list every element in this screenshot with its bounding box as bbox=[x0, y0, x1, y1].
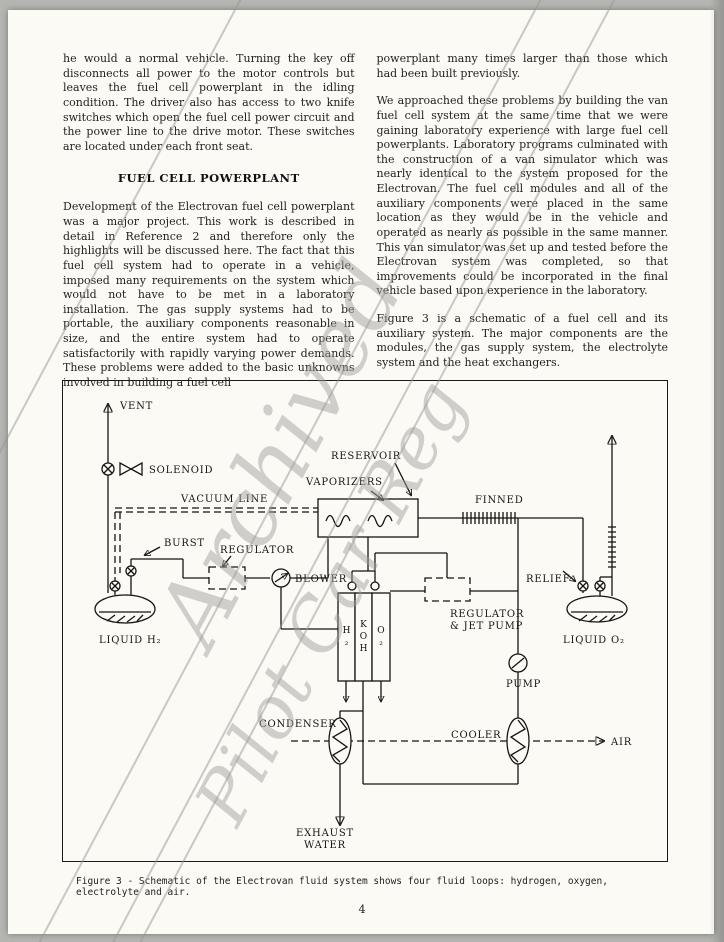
left-column: he would a normal vehicle. Turning the k… bbox=[63, 52, 355, 404]
label-regulator-jet-pump-1: REGULATOR bbox=[450, 609, 524, 620]
figure-caption: Figure 3 - Schematic of the Electrovan f… bbox=[76, 876, 608, 898]
label-vacuum-line: VACUUM LINE bbox=[180, 494, 268, 505]
label-regulator-jet-pump-2: & JET PUMP bbox=[450, 621, 523, 632]
label-exhaust-water-1: EXHAUST bbox=[296, 828, 354, 839]
tank-valve-icons-left bbox=[109, 565, 137, 592]
regulator-leader bbox=[223, 555, 232, 566]
scan-edge-shadow bbox=[710, 0, 724, 942]
label-regulator: REGULATOR bbox=[220, 545, 294, 556]
label-reservoir: RESERVOIR bbox=[331, 451, 401, 462]
label-solenoid: SOLENOID bbox=[149, 465, 213, 476]
label-liquid-h2: LIQUID H₂ bbox=[99, 635, 161, 646]
label-blower: BLOWER bbox=[295, 574, 347, 585]
label-air: AIR bbox=[610, 737, 632, 748]
label-relief: RELIEF bbox=[526, 574, 570, 585]
paragraph: powerplant many times larger than those … bbox=[376, 52, 669, 80]
page-number: 4 bbox=[358, 903, 366, 916]
tank-valve-icons-right bbox=[577, 580, 606, 592]
label-vaporizers: VAPORIZERS bbox=[305, 477, 383, 488]
paragraph: We approached these problems by building… bbox=[376, 94, 669, 298]
label-condenser: CONDENSER bbox=[259, 719, 337, 730]
stack-feed-lines bbox=[347, 537, 380, 591]
regulator-box-icon bbox=[208, 566, 246, 590]
paragraph: he would a normal vehicle. Turning the k… bbox=[63, 52, 355, 153]
hydrogen-loop-lines bbox=[108, 405, 338, 630]
solenoid-valve-icon bbox=[101, 461, 143, 477]
label-liquid-o2: LIQUID O₂ bbox=[563, 635, 625, 646]
stack-column-o2-label: O₂ bbox=[376, 626, 386, 650]
paragraph: Development of the Electrovan fuel cell … bbox=[63, 200, 355, 389]
figure-3-schematic: VENT SOLENOID VACUUM LINE RESERVOIR VAPO… bbox=[62, 380, 668, 862]
liquid-o2-tank-icon bbox=[566, 595, 628, 623]
liquid-h2-tank-icon bbox=[94, 594, 156, 624]
reservoir-vaporizer-icon bbox=[317, 462, 419, 538]
cooler-icon bbox=[506, 717, 530, 765]
burst-arrow bbox=[145, 546, 161, 555]
label-pump: PUMP bbox=[506, 679, 541, 690]
section-heading: FUEL CELL POWERPLANT bbox=[117, 171, 300, 186]
paragraph: Figure 3 is a schematic of a fuel cell a… bbox=[376, 312, 669, 369]
stack-column-koh-label: KOH bbox=[358, 620, 369, 656]
label-vent: VENT bbox=[119, 401, 153, 412]
regulator-jet-pump-box-icon bbox=[424, 577, 471, 602]
label-cooler: COOLER bbox=[451, 730, 501, 741]
label-exhaust-water-2: WATER bbox=[304, 840, 346, 851]
right-column: powerplant many times larger than those … bbox=[377, 52, 669, 404]
blower-icon bbox=[271, 568, 291, 588]
pump-icon bbox=[508, 653, 528, 673]
label-finned: FINNED bbox=[475, 495, 524, 506]
stack-column-h2-label: H₂ bbox=[341, 626, 352, 650]
text-columns: he would a normal vehicle. Turning the k… bbox=[63, 52, 668, 404]
label-burst: BURST bbox=[164, 538, 205, 549]
